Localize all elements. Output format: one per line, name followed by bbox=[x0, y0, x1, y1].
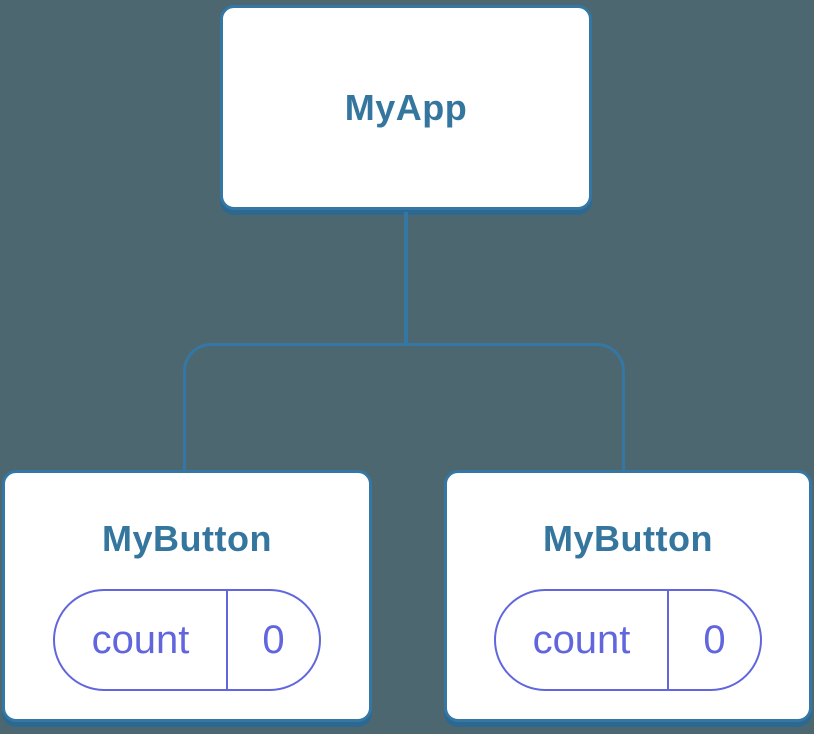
tree-node-root: MyApp bbox=[220, 5, 592, 210]
branch-bracket-connector bbox=[183, 343, 625, 471]
tree-node-child-left: MyButton count 0 bbox=[2, 470, 372, 722]
state-value: 0 bbox=[703, 617, 726, 662]
state-key-label: count bbox=[532, 617, 631, 662]
state-key-cell: count bbox=[496, 591, 669, 689]
tree-node-child-right: MyButton count 0 bbox=[444, 470, 812, 722]
state-pill-left: count 0 bbox=[53, 589, 321, 691]
root-node-label: MyApp bbox=[344, 86, 468, 128]
state-value: 0 bbox=[262, 617, 285, 662]
state-pill-right: count 0 bbox=[494, 589, 762, 691]
root-connector-line bbox=[404, 212, 408, 346]
state-key-label: count bbox=[91, 617, 190, 662]
child-left-label: MyButton bbox=[102, 518, 272, 559]
state-key-cell: count bbox=[55, 591, 228, 689]
state-value-cell: 0 bbox=[228, 591, 319, 689]
state-value-cell: 0 bbox=[669, 591, 760, 689]
child-right-label: MyButton bbox=[543, 518, 713, 559]
